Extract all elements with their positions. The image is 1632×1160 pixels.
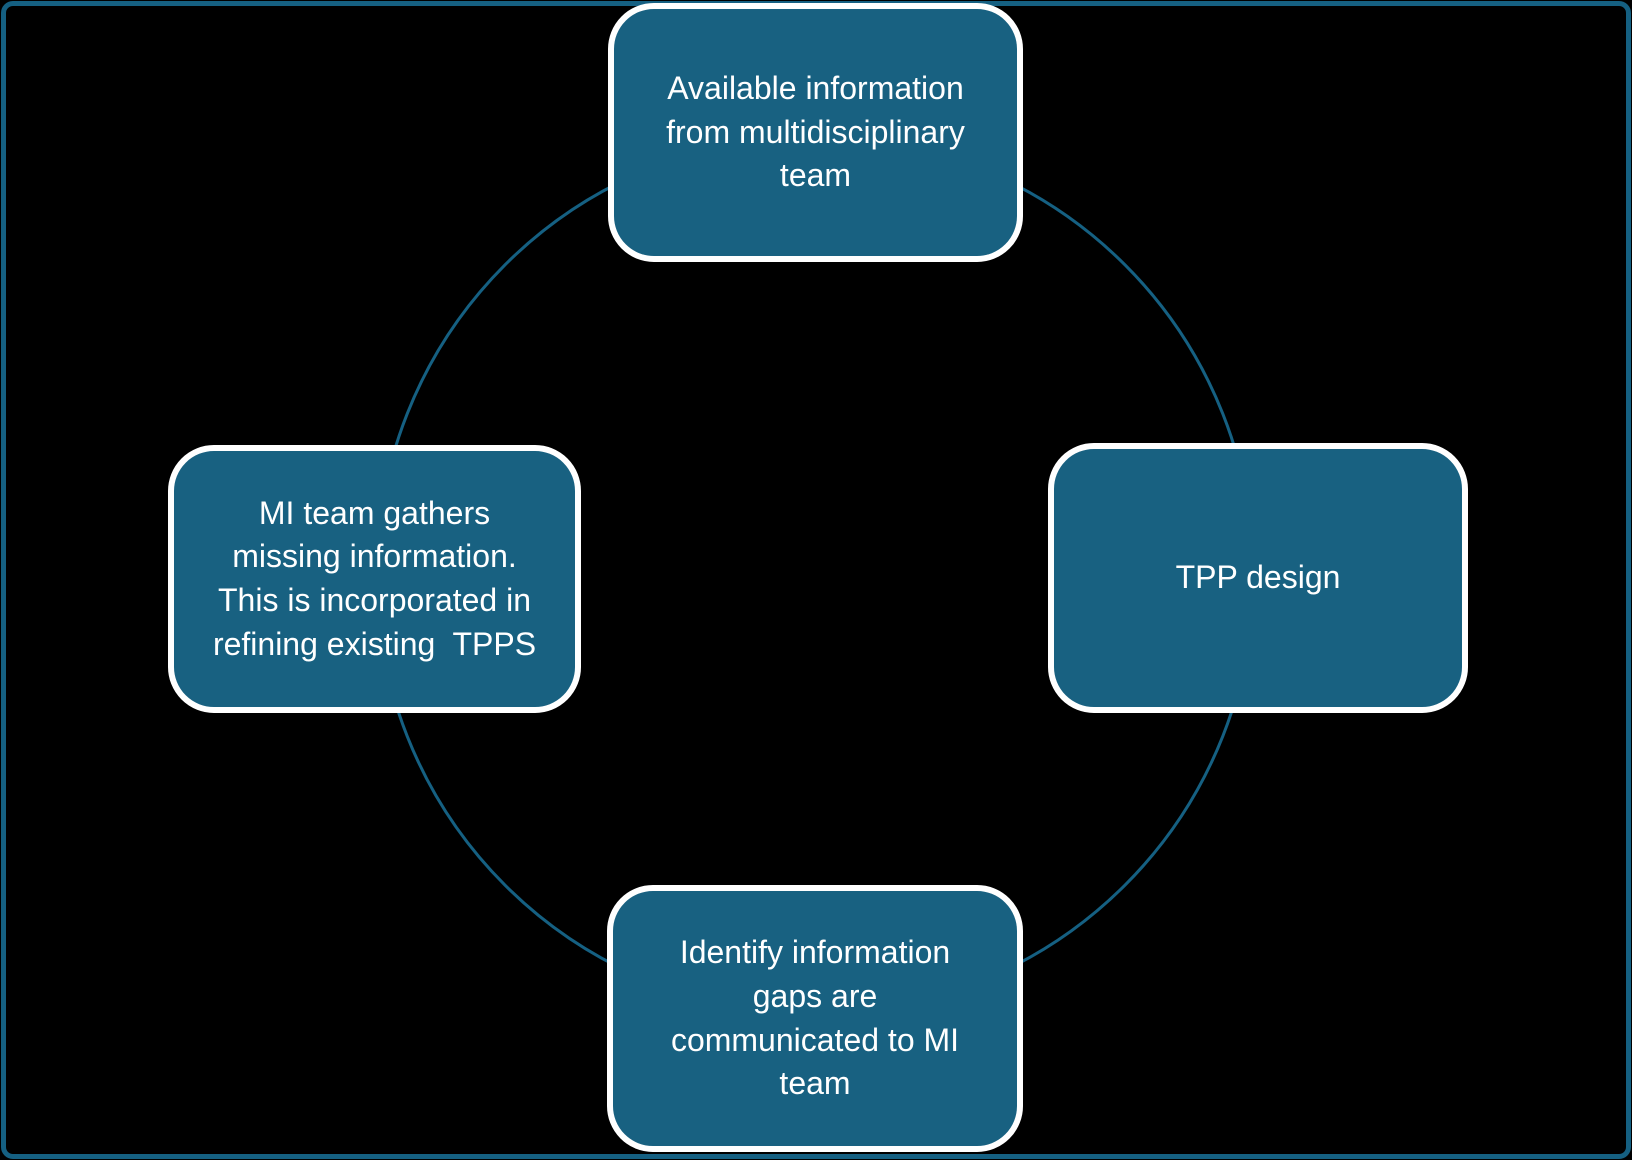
node-text: Available information from multidiscipli… — [614, 67, 1017, 198]
node-text-line: communicated to MI — [670, 1021, 960, 1058]
node-text-line: gaps are — [752, 977, 878, 1014]
node-text-line: TPP design — [1175, 559, 1341, 596]
node-text: Identify information gaps are communicat… — [613, 931, 1017, 1105]
node-tpp-design: TPP design — [1048, 443, 1468, 713]
node-text-line: team — [779, 1065, 851, 1102]
node-text: MI team gathers missing information. Thi… — [174, 492, 575, 666]
node-text-line: Available information — [667, 70, 964, 107]
node-text-line: missing information. — [232, 538, 517, 575]
node-text-line: from multidisciplinary — [666, 113, 965, 150]
node-mi-team-gathers: MI team gathers missing information. Thi… — [168, 445, 581, 713]
node-text-line: refining existing TPPS — [212, 625, 537, 662]
node-text-line: team — [779, 157, 852, 194]
node-text: TPP design — [1054, 556, 1462, 600]
node-text-line: Identify information — [679, 934, 951, 971]
node-text-line: MI team gathers — [258, 494, 491, 531]
node-available-information: Available information from multidiscipli… — [608, 3, 1023, 262]
node-identify-information-gaps: Identify information gaps are communicat… — [607, 885, 1023, 1152]
node-text-line: This is incorporated in — [217, 582, 532, 618]
